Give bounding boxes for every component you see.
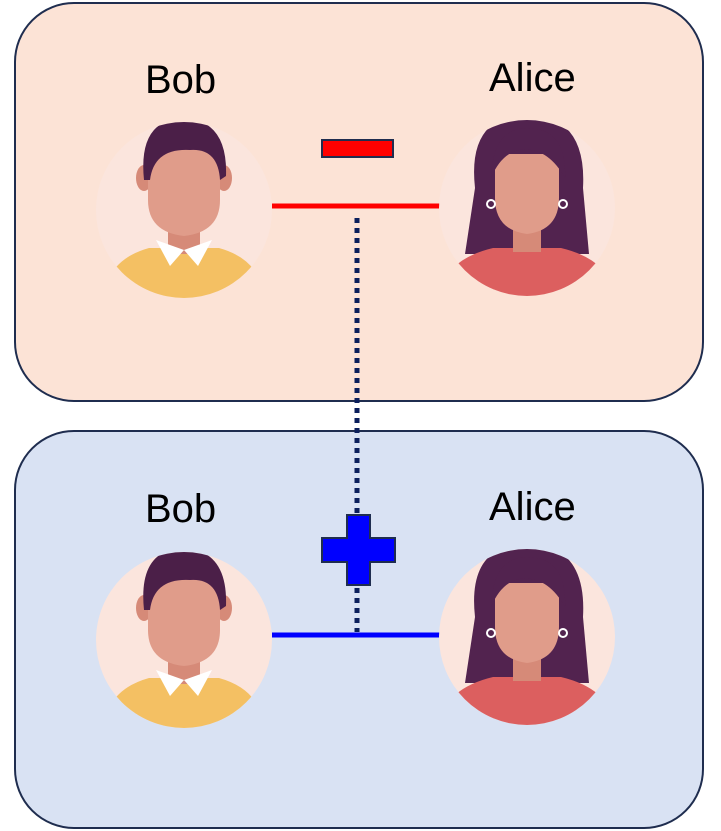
man-avatar-icon bbox=[96, 548, 272, 730]
top-right-name: Alice bbox=[489, 56, 576, 100]
bottom-left-name: Bob bbox=[145, 487, 217, 531]
woman-avatar-icon bbox=[439, 114, 615, 298]
plus-icon bbox=[321, 514, 396, 586]
man-avatar-icon bbox=[96, 118, 272, 300]
minus-icon bbox=[321, 139, 394, 158]
woman-avatar-icon bbox=[439, 543, 615, 727]
bottom-right-name: Alice bbox=[489, 485, 576, 529]
top-left-name: Bob bbox=[145, 58, 217, 102]
